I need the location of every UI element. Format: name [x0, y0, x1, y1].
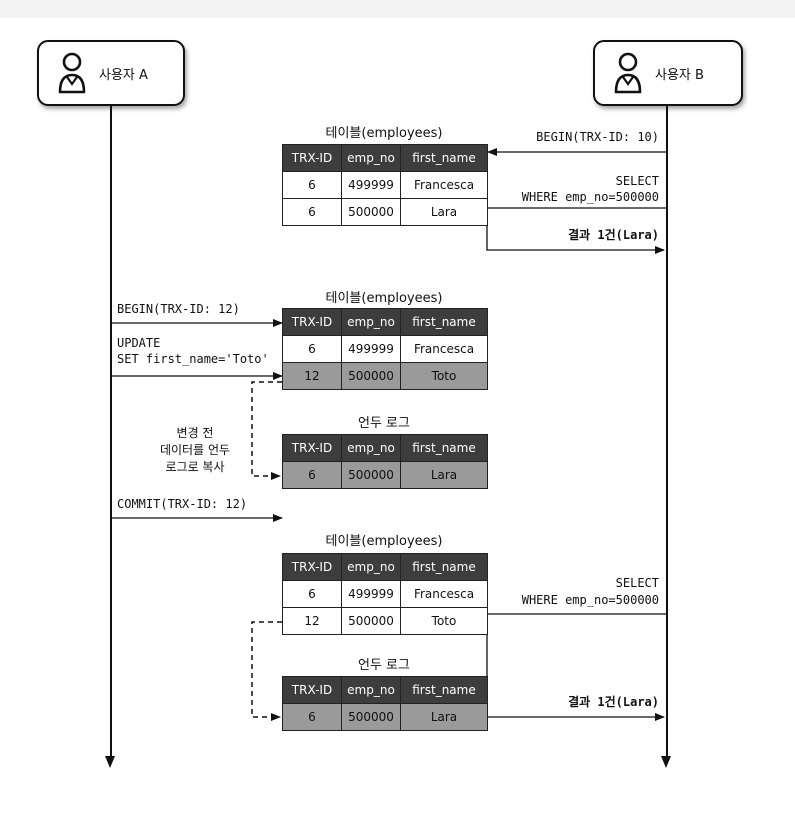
table-title-2: 테이블(employees)	[325, 291, 443, 306]
cell-emp-no: 500000	[341, 607, 401, 635]
cell-first-name: Lara	[400, 703, 488, 731]
msg-result-2: 결과 1건(Lara)	[568, 695, 659, 709]
msg-commit: COMMIT(TRX-ID: 12)	[117, 497, 248, 511]
cell-first-name: Toto	[400, 362, 488, 390]
undo-title-2: 언두 로그	[358, 658, 410, 673]
table-header: TRX-ID emp_no first_name	[282, 676, 488, 704]
msg-select-where-1: WHERE emp_no=500000	[521, 190, 659, 204]
cell-first-name: Lara	[400, 198, 488, 226]
table-row: 6 500000 Lara	[282, 461, 488, 489]
actor-a-box: 사용자 A	[37, 40, 185, 106]
top-strip	[0, 0, 795, 18]
cell-first-name: Francesca	[400, 171, 488, 199]
table-row: 6 499999 Francesca	[282, 171, 488, 199]
table-row: 6 500000 Lara	[282, 198, 488, 226]
col-first-name: first_name	[400, 144, 488, 172]
note-copy-line-1: 변경 전	[176, 426, 214, 440]
col-first-name: first_name	[400, 434, 488, 462]
undo-title-1: 언두 로그	[358, 416, 410, 431]
cell-emp-no: 500000	[341, 461, 401, 489]
cell-emp-no: 500000	[341, 362, 401, 390]
table-title-3: 테이블(employees)	[325, 534, 443, 549]
table-header: TRX-ID emp_no first_name	[282, 144, 488, 172]
actor-b-label: 사용자 B	[655, 67, 704, 83]
col-trx-id: TRX-ID	[282, 434, 342, 462]
cell-first-name: Toto	[400, 607, 488, 635]
employees-table-3: TRX-ID emp_no first_name 6 499999 France…	[282, 553, 488, 635]
note-copy-line-3: 로그로 복사	[165, 460, 225, 474]
user-icon	[614, 52, 642, 94]
msg-update-set: SET first_name='Toto'	[117, 352, 269, 366]
msg-result-1: 결과 1건(Lara)	[568, 228, 659, 242]
cell-emp-no: 500000	[341, 198, 401, 226]
cell-trx-id: 12	[282, 362, 342, 390]
col-emp-no: emp_no	[341, 308, 401, 336]
lifeline-a	[110, 106, 112, 756]
table-row: 6 499999 Francesca	[282, 335, 488, 363]
table-header: TRX-ID emp_no first_name	[282, 434, 488, 462]
msg-select-where-2: WHERE emp_no=500000	[521, 593, 659, 607]
table-header: TRX-ID emp_no first_name	[282, 553, 488, 581]
cell-trx-id: 12	[282, 607, 342, 635]
table-row: 6 499999 Francesca	[282, 580, 488, 608]
col-trx-id: TRX-ID	[282, 308, 342, 336]
table-title-1: 테이블(employees)	[325, 126, 443, 141]
col-first-name: first_name	[400, 308, 488, 336]
col-emp-no: emp_no	[341, 676, 401, 704]
table-row: 6 500000 Lara	[282, 703, 488, 731]
employees-table-1: TRX-ID emp_no first_name 6 499999 France…	[282, 144, 488, 226]
cell-trx-id: 6	[282, 703, 342, 731]
col-trx-id: TRX-ID	[282, 676, 342, 704]
col-first-name: first_name	[400, 553, 488, 581]
user-icon	[58, 52, 86, 94]
msg-begin-10: BEGIN(TRX-ID: 10)	[536, 130, 659, 144]
msg-select-1: SELECT	[615, 174, 659, 188]
actor-a-label: 사용자 A	[99, 67, 148, 83]
note-copy-line-2: 데이터를 언두	[159, 443, 231, 457]
actor-b-box: 사용자 B	[593, 40, 743, 106]
undo-log-table-1: TRX-ID emp_no first_name 6 500000 Lara	[282, 434, 488, 489]
col-first-name: first_name	[400, 676, 488, 704]
cell-trx-id: 6	[282, 461, 342, 489]
connector-select-1	[486, 207, 666, 254]
cell-emp-no: 500000	[341, 703, 401, 731]
dashed-copy-1	[251, 381, 282, 480]
cell-emp-no: 499999	[341, 335, 401, 363]
cell-trx-id: 6	[282, 580, 342, 608]
lifeline-a-end-arrow	[105, 756, 115, 768]
connector-select-2	[486, 613, 666, 721]
col-emp-no: emp_no	[341, 144, 401, 172]
col-emp-no: emp_no	[341, 553, 401, 581]
cell-emp-no: 499999	[341, 580, 401, 608]
msg-update: UPDATE	[117, 336, 161, 350]
cell-trx-id: 6	[282, 198, 342, 226]
lifeline-b-end-arrow	[661, 756, 671, 768]
dashed-copy-2	[251, 621, 282, 721]
lifeline-b	[666, 106, 668, 756]
table-header: TRX-ID emp_no first_name	[282, 308, 488, 336]
table-row-modified: 12 500000 Toto	[282, 362, 488, 390]
undo-log-table-2: TRX-ID emp_no first_name 6 500000 Lara	[282, 676, 488, 731]
cell-first-name: Francesca	[400, 335, 488, 363]
msg-select-2: SELECT	[615, 576, 659, 590]
cell-first-name: Francesca	[400, 580, 488, 608]
cell-first-name: Lara	[400, 461, 488, 489]
table-row: 12 500000 Toto	[282, 607, 488, 635]
col-emp-no: emp_no	[341, 434, 401, 462]
msg-begin-12: BEGIN(TRX-ID: 12)	[117, 302, 240, 316]
employees-table-2: TRX-ID emp_no first_name 6 499999 France…	[282, 308, 488, 390]
cell-trx-id: 6	[282, 171, 342, 199]
col-trx-id: TRX-ID	[282, 553, 342, 581]
cell-emp-no: 499999	[341, 171, 401, 199]
col-trx-id: TRX-ID	[282, 144, 342, 172]
cell-trx-id: 6	[282, 335, 342, 363]
